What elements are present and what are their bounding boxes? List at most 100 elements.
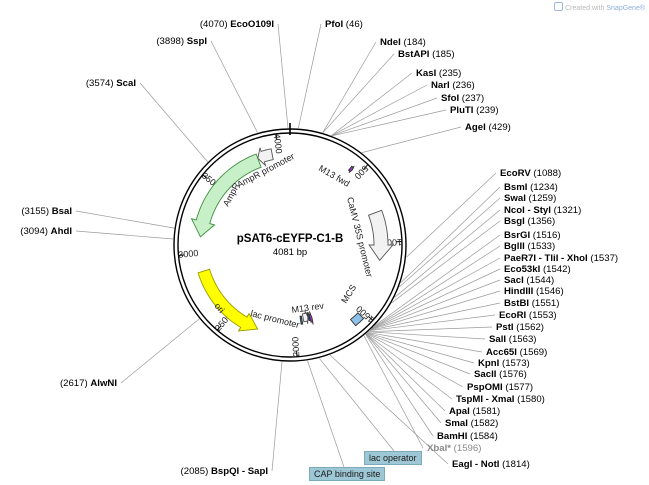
feature-lac-promoter (301, 310, 309, 324)
leader-sspi (210, 40, 258, 133)
site-label-ecorv: EcoRV (1088) (500, 168, 561, 179)
site-name: BspQI - SapI (211, 466, 268, 477)
leader-kpni (367, 332, 475, 364)
tick-label-1000: 1000 (382, 237, 402, 248)
leader-bstbi (370, 302, 501, 331)
site-position: (1581) (470, 406, 500, 417)
tick-label-2000: 2000 (290, 337, 301, 358)
site-label-smai: SmaI (1582) (445, 418, 498, 429)
site-name: TspMI - XmaI (456, 394, 515, 405)
site-name: SacI (504, 275, 524, 286)
tick-500 (363, 164, 369, 170)
site-name: Acc65I (486, 347, 517, 358)
site-label-ncoi-styi: NcoI - StyI (1321) (504, 205, 581, 216)
site-label-psti: PstI (1562) (496, 322, 544, 333)
site-label-bglii: BglII (1533) (504, 241, 555, 252)
site-name: BglII (504, 241, 525, 252)
leader-bstapi (322, 53, 395, 133)
tick-1500 (368, 315, 374, 321)
leader-ecorv (406, 172, 497, 258)
site-position: (1234) (527, 182, 557, 193)
leader-ncoi-styi (394, 209, 501, 298)
feature-label-m13-fwd: M13 fwd (317, 163, 351, 189)
site-label-scai: (3574) ScaI (86, 78, 136, 89)
site-name: KasI (416, 68, 437, 79)
site-position: (1576) (496, 369, 526, 380)
leader-nari (331, 84, 428, 136)
site-label-paer7i-tlii-xhoi: PaeR7I - TliI - XhoI (1537) (504, 253, 618, 264)
site-label-sfoi: SfoI (237) (441, 93, 484, 104)
feature-m13-fwd (347, 165, 355, 174)
feature-label-m13-rev: M13 rev (291, 300, 325, 314)
site-name: BsrGI (504, 230, 530, 241)
site-name: PspOMI (467, 382, 503, 393)
leader-tspmi-xmai (365, 333, 453, 400)
site-name: PaeR7I - TliI - XhoI (504, 253, 588, 264)
site-position: (239) (473, 105, 498, 116)
site-position: (185) (429, 49, 454, 60)
feature-cap-binding-site (299, 315, 304, 325)
plasmid-name: pSAT6-cEYFP-C1-B (237, 233, 344, 245)
site-name: EcoO109I (230, 19, 274, 30)
lac-operator-box: lac operator (364, 451, 422, 465)
site-label-tspmi-xmai: TspMI - XmaI (1580) (456, 394, 545, 405)
leader-bsrgi (374, 234, 501, 327)
leader-psti (368, 326, 493, 333)
site-position: (1584) (467, 431, 497, 442)
feature-label-camv-35s-promoter: CaMV 35S promoter (345, 196, 375, 278)
site-position: (1537) (588, 253, 618, 264)
site-position: (1516) (530, 230, 560, 241)
site-position: (429) (486, 122, 511, 133)
site-position: (184) (401, 37, 426, 48)
leader-bamhi (365, 334, 434, 437)
site-label-ecori: EcoRI (1553) (499, 310, 557, 321)
leader-bglii (372, 245, 501, 329)
site-position: (235) (436, 68, 461, 79)
tick-3000 (178, 254, 185, 256)
tick-2500 (216, 325, 222, 331)
leader-acc65i (367, 332, 483, 353)
leader-sfoi (331, 97, 438, 137)
site-label-kasi: KasI (235) (416, 68, 461, 79)
restriction-site-labels: PfoI (46)NdeI (184)BstAPI (185)KasI (235… (20, 19, 618, 477)
feature-ampr (190, 153, 262, 238)
site-label-ahdi: (3094) AhdI (20, 226, 72, 237)
site-label-nari: NarI (236) (431, 80, 475, 91)
site-name: AgeI (465, 122, 486, 133)
site-name: SspI (187, 36, 208, 47)
site-position: (4070) (200, 19, 230, 30)
site-label-pspomi: PspOMI (1577) (467, 382, 533, 393)
leader-eagi-noti (329, 354, 449, 465)
site-position: (2085) (181, 466, 211, 477)
site-position: (1259) (526, 193, 556, 204)
plasmid-size: 4081 bp (273, 247, 307, 258)
site-label-acc65i: Acc65I (1569) (486, 347, 547, 358)
leader-ahdi (75, 230, 174, 240)
features (190, 147, 394, 332)
site-label-apai: ApaI (1581) (449, 406, 500, 417)
site-name: NarI (431, 80, 450, 91)
site-position: (1551) (529, 298, 559, 309)
site-name: ScaI (116, 78, 136, 89)
site-name: SalI (489, 334, 506, 345)
site-name: EcoRV (500, 168, 531, 179)
site-label-bsai: (3155) BsaI (21, 206, 72, 217)
leader-pspomi (366, 333, 464, 388)
leader-eco53ki (371, 268, 501, 330)
site-name: KpnI (478, 358, 500, 369)
credit-prefix: Created with (565, 5, 605, 12)
site-name: NcoI - StyI (504, 205, 551, 216)
site-name: SmaI (445, 418, 468, 429)
site-position: (1356) (525, 216, 555, 227)
site-position: (3898) (156, 36, 186, 47)
site-position: (1580) (514, 394, 544, 405)
feature-ori (197, 268, 259, 332)
leader-lines (75, 23, 501, 472)
site-label-eagi-noti: EagI - NotI (1814) (452, 459, 530, 470)
site-label-swai: SwaI (1259) (504, 193, 556, 204)
leader-smai (365, 333, 442, 424)
leader-lac-operator (319, 358, 395, 452)
site-label-bsrgi: BsrGI (1516) (504, 230, 561, 241)
leader-swai (398, 197, 501, 288)
